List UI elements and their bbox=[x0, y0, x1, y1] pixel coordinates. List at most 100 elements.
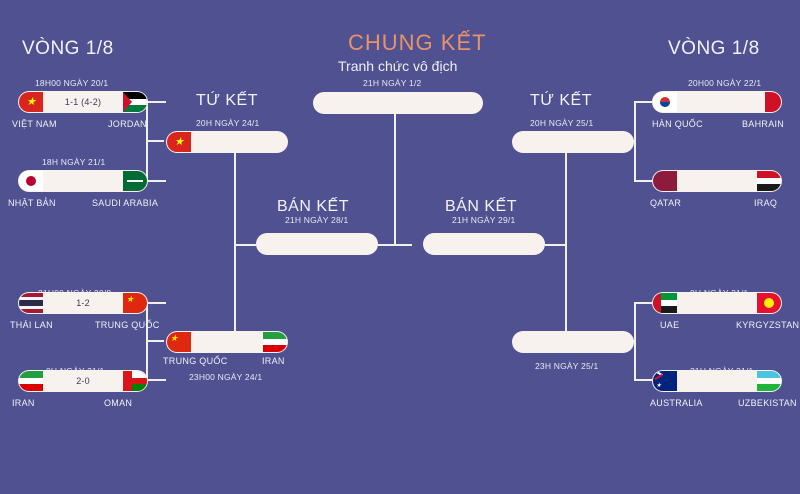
south-korea-flag bbox=[653, 92, 677, 112]
bahrain-flag bbox=[757, 92, 781, 112]
qatar-flag bbox=[653, 171, 677, 191]
r16-right-3-away-label: KYRGYZSTAN bbox=[736, 320, 800, 330]
heading-left-quarter-final: TỨ KẾT bbox=[196, 92, 258, 109]
final-date: 21H NGÀY 1/2 bbox=[363, 78, 422, 88]
heading-left-semi-final: BÁN KẾT bbox=[277, 198, 349, 215]
connector-right-bottom-lower-h bbox=[634, 379, 652, 381]
vietnam-flag: ★ bbox=[19, 92, 43, 112]
right-semi-date: 21H NGÀY 29/1 bbox=[452, 215, 516, 225]
match-right-qf-top[interactable] bbox=[512, 131, 634, 153]
r16-right-4-away-label: UZBEKISTAN bbox=[738, 398, 797, 408]
left-qf-bottom-date: 23H00 NGÀY 24/1 bbox=[189, 372, 263, 382]
match-r16-right-2[interactable] bbox=[652, 170, 782, 192]
heading-right-round-of-16: VÒNG 1/8 bbox=[668, 38, 760, 59]
match-final-score bbox=[313, 92, 483, 114]
r16-left-4-home-label: IRAN bbox=[12, 398, 35, 408]
match-right-qf-bottom-score bbox=[512, 331, 634, 353]
connector-left-top-lower-h bbox=[148, 180, 166, 182]
match-right-semi[interactable] bbox=[423, 233, 545, 255]
match-left-semi-score bbox=[256, 233, 378, 255]
connector-left-bottom-out-h bbox=[146, 340, 164, 342]
connector-right-bottom-upper-h bbox=[634, 302, 652, 304]
left-qf-bottom-home-label: TRUNG QUỐC bbox=[163, 356, 228, 366]
match-right-qf-top-score bbox=[512, 131, 634, 153]
heading-right-semi-final: BÁN KẾT bbox=[445, 198, 517, 215]
iran-flag bbox=[19, 371, 43, 391]
iran-flag bbox=[263, 332, 287, 352]
connector-final-stem-left bbox=[394, 104, 396, 246]
match-r16-right-4[interactable]: ★ bbox=[652, 370, 782, 392]
left-qf-top-date: 20H NGÀY 24/1 bbox=[196, 118, 260, 128]
r16-right-3-home-label: UAE bbox=[660, 320, 680, 330]
match-r16-left-2-score bbox=[18, 170, 148, 192]
match-r16-left-1[interactable]: ★ 1-1 (4-2) bbox=[18, 91, 148, 113]
japan-flag bbox=[19, 171, 43, 191]
connector-left-qf-bottom-v bbox=[234, 245, 236, 340]
match-r16-right-4-score bbox=[652, 370, 782, 392]
connector-left-sf-in-h bbox=[234, 244, 256, 246]
r16-right-2-home-label: QATAR bbox=[650, 198, 682, 208]
match-r16-left-2[interactable] bbox=[18, 170, 148, 192]
match-left-semi[interactable] bbox=[256, 233, 378, 255]
connector-right-top-upper-h bbox=[634, 101, 652, 103]
left-semi-date: 21H NGÀY 28/1 bbox=[285, 215, 349, 225]
right-qf-top-date: 20H NGÀY 25/1 bbox=[530, 118, 594, 128]
kyrgyzstan-flag bbox=[757, 293, 781, 313]
r16-right-2-away-label: IRAQ bbox=[754, 198, 778, 208]
connector-left-qf-top-v bbox=[234, 151, 236, 245]
match-r16-left-4[interactable]: 2-0 bbox=[18, 370, 148, 392]
match-left-qf-bottom-score bbox=[166, 331, 288, 353]
r16-left-3-away-label: TRUNG QUỐC bbox=[95, 320, 160, 330]
jordan-flag bbox=[123, 92, 147, 112]
uzbekistan-flag bbox=[757, 371, 781, 391]
r16-left-2-date: 18H NGÀY 21/1 bbox=[42, 157, 106, 167]
connector-right-top-lower-h bbox=[634, 180, 652, 182]
connector-right-qf-bottom-v bbox=[565, 245, 567, 340]
r16-right-4-home-label: AUSTRALIA bbox=[650, 398, 703, 408]
r16-right-1-home-label: HÀN QUỐC bbox=[652, 119, 703, 129]
connector-left-bottom-lower-h bbox=[148, 379, 166, 381]
china-flag: ★ bbox=[167, 332, 191, 352]
match-right-qf-bottom[interactable] bbox=[512, 331, 634, 353]
r16-right-1-date: 20H00 NGÀY 22/1 bbox=[688, 78, 762, 88]
iraq-flag bbox=[757, 171, 781, 191]
match-r16-left-4-score: 2-0 bbox=[76, 376, 90, 386]
r16-left-4-away-label: OMAN bbox=[104, 398, 133, 408]
heading-left-round-of-16: VÒNG 1/8 bbox=[22, 38, 114, 59]
match-right-semi-score bbox=[423, 233, 545, 255]
match-r16-left-1-score: 1-1 (4-2) bbox=[64, 97, 102, 107]
match-r16-right-1[interactable] bbox=[652, 91, 782, 113]
match-left-qf-top[interactable]: ★ bbox=[166, 131, 288, 153]
connector-right-qf-top-v bbox=[565, 151, 567, 245]
r16-right-1-away-label: BAHRAIN bbox=[742, 119, 785, 129]
heading-right-quarter-final: TỨ KẾT bbox=[530, 92, 592, 109]
connector-left-top-out-h bbox=[146, 140, 164, 142]
match-r16-left-3[interactable]: ★ 1-2 bbox=[18, 292, 148, 314]
match-left-qf-top-score bbox=[166, 131, 288, 153]
oman-flag bbox=[123, 371, 147, 391]
match-left-qf-bottom[interactable]: ★ bbox=[166, 331, 288, 353]
thailand-flag bbox=[19, 293, 43, 313]
final-subtitle: Tranh chức vô địch bbox=[338, 58, 458, 74]
connector-left-top-upper-h bbox=[148, 101, 166, 103]
match-r16-right-3-score bbox=[652, 292, 782, 314]
australia-flag: ★ bbox=[653, 371, 677, 391]
saudi-arabia-flag bbox=[123, 171, 147, 191]
match-r16-right-3[interactable] bbox=[652, 292, 782, 314]
r16-left-1-date: 18H00 NGÀY 20/1 bbox=[35, 78, 109, 88]
match-r16-right-2-score bbox=[652, 170, 782, 192]
right-qf-bottom-date: 23H NGÀY 25/1 bbox=[535, 361, 599, 371]
heading-final: CHUNG KẾT bbox=[348, 30, 487, 55]
match-r16-left-3-score: 1-2 bbox=[76, 298, 90, 308]
connector-right-sf-in-h bbox=[545, 244, 567, 246]
match-r16-right-1-score bbox=[652, 91, 782, 113]
match-final[interactable] bbox=[313, 92, 483, 114]
connector-left-bottom-upper-h bbox=[148, 302, 166, 304]
left-qf-bottom-away-label: IRAN bbox=[262, 356, 285, 366]
china-flag: ★ bbox=[123, 293, 147, 313]
r16-left-3-home-label: THÁI LAN bbox=[10, 320, 53, 330]
r16-left-2-away-label: SAUDI ARABIA bbox=[92, 198, 159, 208]
r16-left-1-away-label: JORDAN bbox=[108, 119, 147, 129]
r16-left-2-home-label: NHẬT BẢN bbox=[8, 198, 56, 208]
